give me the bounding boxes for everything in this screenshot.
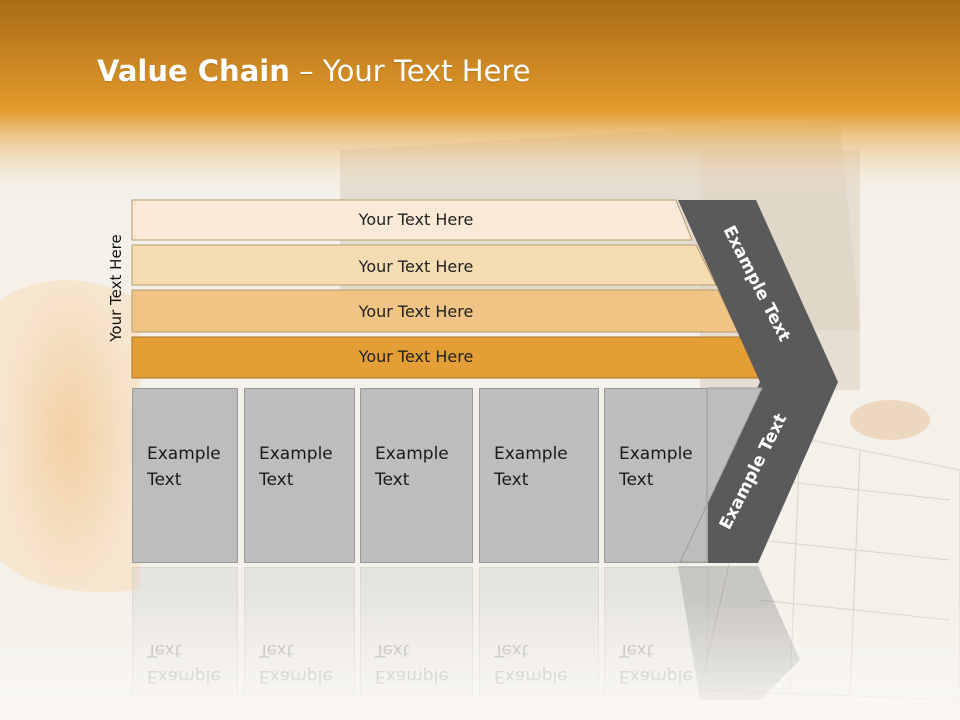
bottom-fade [0, 600, 960, 720]
band-2-shape [131, 244, 717, 286]
slide-title: Value Chain – Your Text Here [97, 54, 531, 88]
band-2-label: Your Text Here [358, 257, 474, 276]
box-5-label: Example Text [619, 444, 693, 490]
band-4: Your Text Here [131, 336, 763, 379]
band-4-label: Your Text Here [358, 347, 474, 366]
box-3-label: Example Text [375, 444, 449, 490]
title-rest: – Your Text Here [289, 54, 531, 88]
box-4: Example Text [479, 388, 599, 563]
band-1-shape [131, 199, 693, 241]
title-bold: Value Chain [97, 54, 290, 88]
band-1: Your Text Here [131, 199, 693, 241]
band-3-label: Your Text Here [358, 302, 474, 321]
band-1-label: Your Text Here [358, 210, 474, 229]
chevron-shape [678, 200, 838, 563]
box-5: Example Text [604, 388, 708, 563]
box-1: Example Text [132, 388, 238, 563]
band-2: Your Text Here [131, 244, 717, 286]
box-2: Example Text [244, 388, 355, 563]
box-1-label: Example Text [147, 444, 221, 490]
box-3: Example Text [360, 388, 473, 563]
box-4-label: Example Text [494, 444, 568, 490]
box-2-label: Example Text [259, 444, 333, 490]
band-3: Your Text Here [131, 289, 739, 333]
